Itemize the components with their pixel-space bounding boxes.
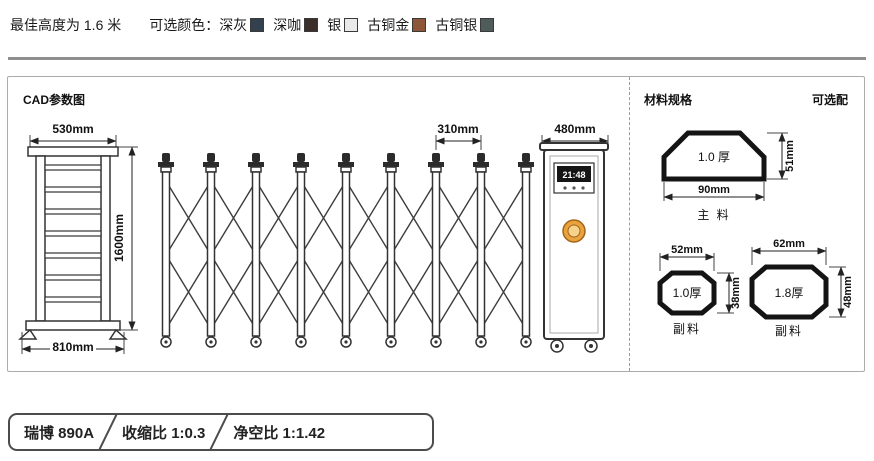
post-foot-right (108, 328, 128, 340)
sub-profile-2-shape (749, 264, 829, 320)
main-profile-thickness: 1.0 厚 (698, 150, 730, 164)
fence-post (247, 152, 265, 348)
color-swatch-silver (344, 18, 359, 32)
control-post-body (543, 149, 605, 340)
post-base (25, 320, 121, 331)
sub-profile-2: 62mm 1.8厚 48mm 副料 (749, 238, 854, 338)
sub-profile-2-label: 副料 (775, 324, 803, 338)
control-post-cap (539, 142, 609, 151)
fence-post (472, 152, 490, 348)
material-title: 材料规格 (644, 93, 693, 107)
model-plate: 瑞博 890A 收缩比 1:0.3 净空比 1:1.42 (8, 413, 434, 451)
dim-48mm: 48mm (842, 276, 854, 308)
dim-1600mm: 1600mm (112, 214, 126, 262)
slash-divider (95, 415, 121, 449)
fence-post (292, 152, 310, 348)
sub-profile-1-shape (657, 270, 717, 316)
color-name: 古铜金 (367, 17, 410, 33)
best-height-text: 最佳高度为 1.6 米 (10, 17, 122, 33)
material-header: 材料规格 可选配 (644, 91, 848, 108)
color-swatch-bronze-gold (412, 18, 427, 32)
dim-51mm: 51mm (784, 140, 796, 172)
dim-810mm: 810mm (52, 340, 93, 354)
dim-52mm-group: 52mm (659, 244, 715, 271)
optional-title: 可选配 (811, 93, 848, 107)
control-post: 480mm 21:48 (539, 122, 609, 353)
material-profiles-diagram: 1.0 厚 51mm 90mm 主 料 (657, 130, 854, 338)
dim-310mm: 310mm (437, 122, 478, 136)
dim-48mm-group: 48mm (829, 266, 854, 318)
dim-51mm-group: 51mm (767, 132, 796, 180)
display-screen (557, 166, 591, 182)
color-swatch-dark-gray (250, 18, 265, 32)
dim-480mm: 480mm (554, 122, 595, 136)
post-rungs (44, 164, 102, 303)
color-name: 银 (327, 17, 342, 33)
color-option-bronze-silver: 古铜银 (435, 15, 495, 35)
dim-38mm-group: 38mm (717, 272, 742, 314)
post-rail-right (100, 155, 111, 322)
main-profile: 1.0 厚 51mm 90mm 主 料 (661, 130, 796, 222)
dim-530mm-group: 530mm (29, 122, 117, 147)
cad-title: CAD参数图 (23, 93, 85, 107)
dim-530mm: 530mm (52, 122, 93, 136)
shrink-ratio: 收缩比 1:0.3 (122, 424, 206, 442)
display-buttons (563, 186, 585, 190)
fence-post (427, 152, 445, 348)
dim-310mm-group: 310mm (435, 122, 482, 150)
dim-1600mm-group: 1600mm (112, 146, 138, 331)
post-rail-left (35, 155, 46, 322)
retractable-fence: 310mm (157, 122, 535, 348)
clock-display: 21:48 (562, 170, 585, 180)
color-name: 深灰 (219, 17, 248, 33)
fence-post (517, 152, 535, 348)
sub-profile-2-thickness: 1.8厚 (775, 286, 804, 300)
sub-profile-1-thickness: 1.0厚 (673, 286, 702, 300)
fence-post (382, 152, 400, 348)
color-name: 古铜银 (435, 17, 478, 33)
fence-post (202, 152, 220, 348)
sub-profile-1-label: 副料 (673, 322, 701, 336)
dim-90mm-group: 90mm (663, 182, 765, 201)
color-swatch-dark-coffee (304, 18, 319, 32)
color-option-bronze-gold: 古铜金 (367, 15, 427, 35)
fence-post (157, 152, 175, 348)
color-option-dark-gray: 深灰 (219, 15, 265, 35)
dim-62mm-group: 62mm (751, 238, 827, 265)
dim-810mm-group: 810mm (21, 332, 125, 354)
color-name: 深咖 (273, 17, 302, 33)
cad-diagram: 530mm (18, 122, 609, 354)
color-option-dark-coffee: 深咖 (273, 15, 319, 35)
material-section: 材料规格 可选配 1.0 厚 51mm (629, 77, 864, 371)
color-options-label: 可选颜色： (149, 17, 220, 33)
spec-panel: CAD参数图 (7, 76, 865, 372)
color-option-silver: 银 (327, 15, 359, 35)
fixed-post: 530mm (18, 122, 138, 354)
cad-section: CAD参数图 (8, 77, 629, 371)
dim-90mm: 90mm (698, 184, 730, 196)
dim-52mm: 52mm (671, 244, 703, 256)
control-post-wheels (550, 339, 598, 353)
badge-emblem-center (567, 224, 581, 238)
header-divider (8, 57, 866, 60)
control-post-inner-frame (549, 155, 599, 334)
header-row: 最佳高度为 1.6 米 可选颜色： 深灰 深咖 银 古铜金 古铜银 (10, 15, 503, 35)
main-profile-label: 主 料 (697, 208, 730, 222)
scissor-lattice (165, 180, 527, 330)
fence-post (337, 152, 355, 348)
post-cap (27, 146, 119, 157)
post-foot-left (18, 328, 38, 340)
dim-62mm: 62mm (773, 238, 805, 250)
main-profile-shape (661, 130, 767, 182)
color-swatch-bronze-silver (480, 18, 495, 32)
sub-profile-1: 52mm 1.0厚 38mm 副料 (657, 244, 742, 336)
dim-38mm: 38mm (730, 277, 742, 309)
model-name: 瑞博 890A (24, 424, 95, 442)
clearance-ratio: 净空比 1:1.42 (233, 424, 326, 442)
slash-divider (206, 415, 233, 449)
